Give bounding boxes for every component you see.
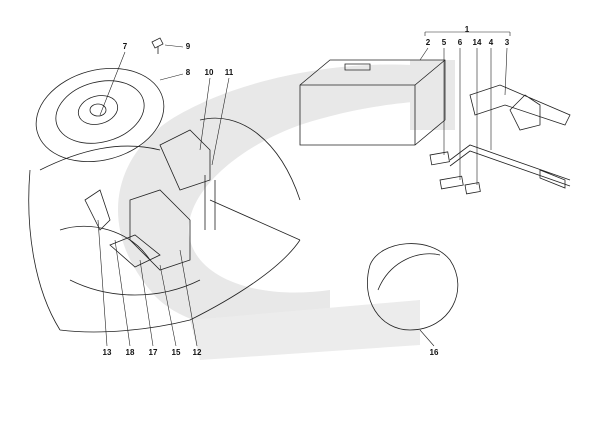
callout-9: 9 bbox=[185, 42, 191, 51]
callout-3: 3 bbox=[504, 38, 510, 47]
bracket bbox=[159, 129, 216, 230]
wheel-cover bbox=[367, 243, 459, 331]
callout-6: 6 bbox=[457, 38, 463, 47]
callout-1: 1 bbox=[464, 25, 470, 34]
callout-16: 16 bbox=[429, 348, 439, 357]
callout-11: 11 bbox=[224, 68, 234, 77]
tool-bag bbox=[299, 59, 446, 146]
callout-2: 2 bbox=[425, 38, 431, 47]
wheel-wrench bbox=[449, 144, 571, 189]
callout-8: 8 bbox=[185, 68, 191, 77]
callout-18: 18 bbox=[125, 348, 135, 357]
watermark-logo-block bbox=[410, 60, 455, 130]
watermark-logo-bar bbox=[190, 300, 420, 360]
jack bbox=[469, 84, 571, 131]
spare-wheel bbox=[35, 67, 165, 163]
callout-4: 4 bbox=[488, 38, 494, 47]
line-art bbox=[28, 31, 571, 347]
callout-17: 17 bbox=[148, 348, 158, 357]
trunk-outline bbox=[28, 117, 301, 333]
callout-12: 12 bbox=[192, 348, 202, 357]
callout-7: 7 bbox=[122, 42, 128, 51]
callout-10: 10 bbox=[204, 68, 214, 77]
callout-13: 13 bbox=[102, 348, 112, 357]
callout-14: 14 bbox=[472, 38, 482, 47]
callout-5: 5 bbox=[441, 38, 447, 47]
callout-15: 15 bbox=[171, 348, 181, 357]
